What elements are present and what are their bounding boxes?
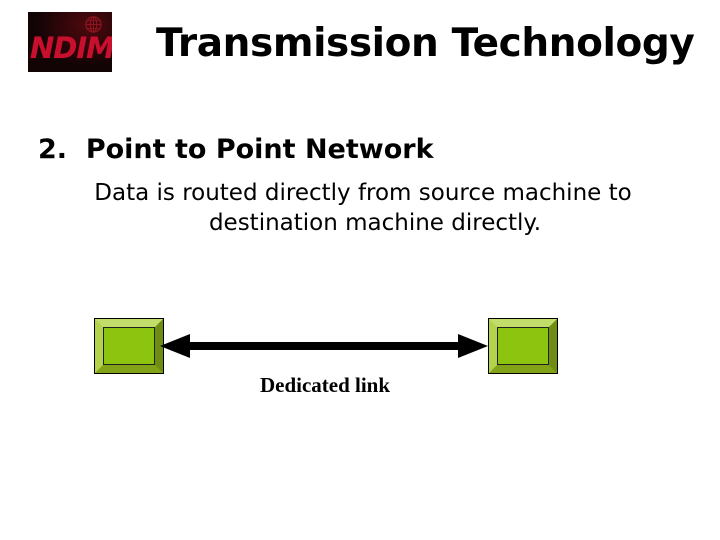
ndim-logo: NDIM	[28, 12, 112, 72]
node-destination-face	[497, 327, 549, 365]
bullet-heading: 2. Point to Point Network	[38, 134, 434, 165]
body-text-line-1: Data is routed directly from source mach…	[94, 180, 632, 206]
network-diagram: Dedicated link	[0, 300, 720, 420]
body-text-line-2: destination machine directly.	[208, 210, 542, 236]
node-source-bevel	[95, 319, 163, 373]
node-source-face	[103, 327, 155, 365]
node-source-machine	[94, 318, 164, 374]
page-title: Transmission Technology	[156, 21, 695, 66]
node-destination-bevel	[489, 319, 557, 373]
logo-wordmark: NDIM	[30, 31, 112, 65]
globe-icon	[85, 16, 102, 33]
dedicated-link-arrow-icon	[160, 334, 488, 358]
link-caption: Dedicated link	[259, 373, 391, 397]
body-text: Data is routed directly from source mach…	[60, 178, 666, 238]
node-destination-machine	[488, 318, 558, 374]
